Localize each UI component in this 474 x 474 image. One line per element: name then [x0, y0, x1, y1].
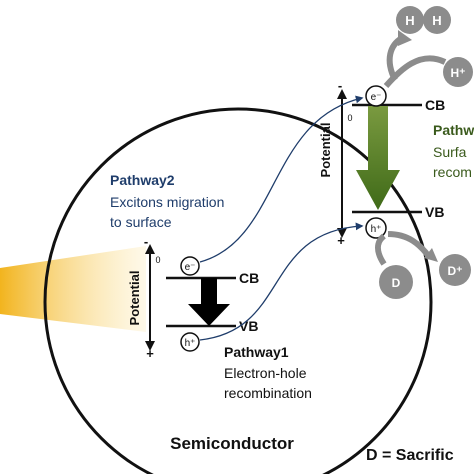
- electron-migration-curve: [199, 95, 364, 263]
- surface-potential-plus: +: [337, 233, 345, 248]
- d-molecule: [379, 265, 413, 299]
- pathway3-title: Pathw: [433, 122, 474, 138]
- inner-hole-bubble: [180, 332, 200, 352]
- inner-axis-arrow-down: [145, 341, 155, 351]
- surface-hole-label: h⁺: [371, 224, 382, 235]
- surface-axis-arrow-up: [337, 89, 347, 99]
- pathway1-line1: Electron-hole: [224, 365, 307, 381]
- pathway1-title: Pathway1: [224, 344, 289, 360]
- pathway3-line1: Surfa: [433, 144, 467, 160]
- inner-electron-bubble: [180, 256, 200, 276]
- inner-axis-arrow-up: [145, 244, 155, 254]
- pathway2-annotation: Pathway2 Excitons migration to surface: [110, 172, 224, 230]
- h-plus-label: H⁺: [451, 66, 466, 80]
- sacrificial-legend: D = Sacrific: [366, 447, 454, 464]
- surface-electron-bubble: [365, 85, 387, 107]
- pathway1-line2: recombination: [224, 385, 312, 401]
- inner-hole-label: h⁺: [185, 338, 196, 349]
- h-atom-1: [396, 6, 424, 34]
- h-atom-2-label: H: [432, 13, 441, 28]
- d-plus-ion: [439, 254, 471, 286]
- surface-band-diagram: - 0 + Potential CB VB e⁻ h⁺: [318, 78, 445, 248]
- oxidation-arrowhead: [424, 248, 438, 262]
- semiconductor-label: Semiconductor: [170, 434, 294, 453]
- surface-cb-label: CB: [425, 97, 445, 113]
- pathway2-title: Pathway2: [110, 172, 175, 188]
- hole-migration-curve: [199, 222, 364, 341]
- surface-electron-label: e⁻: [371, 92, 382, 103]
- inner-potential-label: Potential: [127, 271, 142, 326]
- recombination-arrow: [188, 278, 230, 326]
- surface-potential-minus: -: [338, 78, 342, 93]
- pathway1-annotation: Pathway1 Electron-hole recombination: [224, 344, 312, 401]
- h2-release-arrowhead: [398, 30, 412, 46]
- d-plus-label: D⁺: [448, 264, 463, 278]
- pathway3-annotation: Pathw Surfa recom: [433, 122, 474, 180]
- pathway2-line2: to surface: [110, 214, 172, 230]
- inner-electron-label: e⁻: [185, 262, 196, 273]
- oxidation-arrow-in: [375, 233, 387, 266]
- inner-potential-plus: +: [146, 346, 154, 361]
- surface-hole-bubble: [365, 217, 387, 239]
- surface-potential-label: Potential: [318, 123, 333, 178]
- d-label: D: [392, 276, 401, 290]
- inner-band-diagram: - 0 + Potential CB VB e⁻ h⁺: [127, 234, 259, 361]
- pathway3-line2: recom: [433, 164, 472, 180]
- reduction-arrow: [383, 55, 447, 88]
- semiconductor-particle: [43, 107, 433, 474]
- inner-cb-label: CB: [239, 270, 259, 286]
- surface-recombination-arrow: [356, 106, 400, 210]
- h-plus-ion: [443, 57, 473, 87]
- surface-axis-arrow-down: [337, 228, 347, 238]
- light-beam: [0, 246, 146, 332]
- pathway2-line1: Excitons migration: [110, 194, 224, 210]
- surface-vb-label: VB: [425, 204, 444, 220]
- inner-potential-zero: 0: [155, 255, 160, 265]
- h-atom-2: [423, 6, 451, 34]
- surface-potential-zero: 0: [347, 113, 352, 123]
- inner-potential-minus: -: [144, 234, 148, 249]
- h-atom-1-label: H: [405, 13, 414, 28]
- inner-vb-label: VB: [239, 318, 258, 334]
- oxidation-arrow-out: [387, 231, 433, 260]
